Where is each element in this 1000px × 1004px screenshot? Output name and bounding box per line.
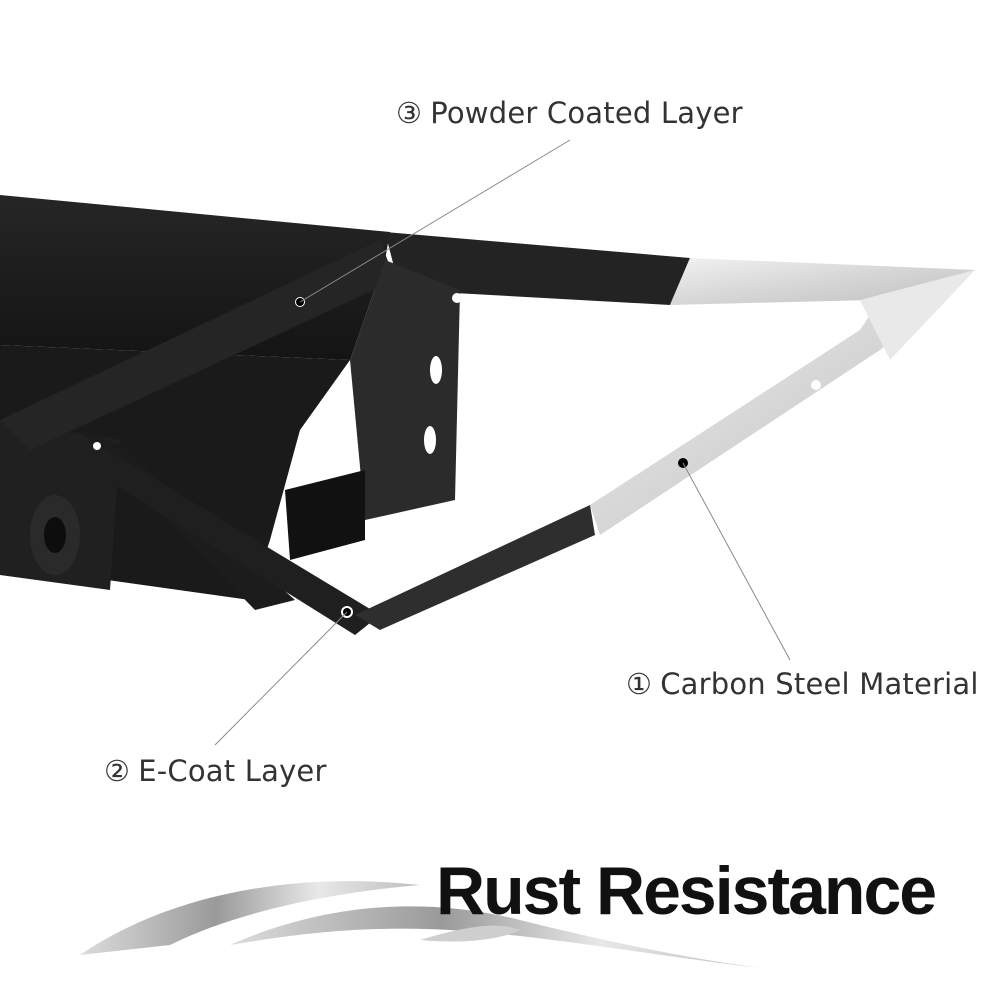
headline: Rust Resistance [436, 853, 937, 929]
leader-line-ecoat [214, 611, 348, 746]
leader-lines [214, 139, 791, 746]
leader-line-carbon-steel [682, 462, 791, 661]
powder-coated-body [0, 195, 395, 635]
callout-number: ① [626, 667, 653, 701]
leader-line-powder-coat [299, 139, 571, 303]
vertical-bracket [285, 260, 460, 560]
callout-label: Powder Coated Layer [430, 96, 743, 130]
top-plate [385, 232, 975, 305]
callout-number: ② [104, 754, 131, 788]
callout-label: Carbon Steel Material [660, 667, 979, 701]
swoosh-decoration [80, 881, 760, 968]
callout-label: E-Coat Layer [138, 754, 327, 788]
callout-number: ③ [396, 96, 423, 130]
